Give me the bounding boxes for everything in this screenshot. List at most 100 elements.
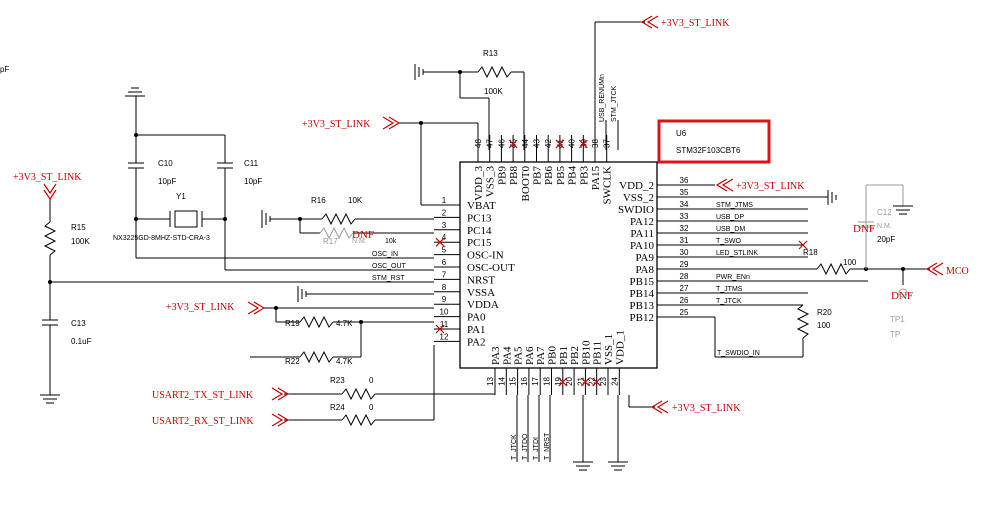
osc-out-label: OSC_OUT xyxy=(372,263,407,270)
pin-text: PA9 xyxy=(635,252,654,264)
pin-text: PB4 xyxy=(567,166,579,185)
no-connect-mark xyxy=(580,377,590,387)
pin-text: VSSA xyxy=(467,287,495,299)
bottom-jtdi-label: T_JTDI xyxy=(533,437,540,460)
no-connect-mark xyxy=(435,237,445,247)
pin-text: PC13 xyxy=(467,212,492,224)
pin-text: 18 xyxy=(543,376,552,385)
no-connect-mark xyxy=(558,377,568,387)
pin-text: 9 xyxy=(442,295,447,304)
r15-value: 100K xyxy=(71,237,90,246)
pin-text: 4 xyxy=(442,233,447,242)
r13-value: 100K xyxy=(484,87,503,96)
pin-text: 15 xyxy=(509,376,518,385)
pin-text: PC15 xyxy=(467,237,492,249)
pin-text: PB10 xyxy=(580,340,592,365)
dnf-label-r17: DNF xyxy=(352,229,374,241)
r13-ref: R13 xyxy=(483,49,498,58)
pin-text: 36 xyxy=(680,176,689,185)
v3-top-label: +3V3_ST_LINK xyxy=(661,18,730,29)
r23-value: 0 xyxy=(369,376,374,385)
r22-resistor xyxy=(299,350,334,364)
stm-jtck-label: STM_JTCK xyxy=(611,86,618,123)
r16-ref: R16 xyxy=(311,196,326,205)
pin-text: VSS_3 xyxy=(485,166,497,198)
usart-tx-label: USART2_TX_ST_LINK xyxy=(152,390,254,401)
pin-text: 13 xyxy=(486,376,495,385)
y1-crystal xyxy=(169,210,203,228)
r17-ref: R17 xyxy=(323,237,338,246)
pin-text: 27 xyxy=(680,284,689,293)
chip-body xyxy=(459,161,658,369)
r18-resistor xyxy=(816,262,851,276)
pin-text: NRST xyxy=(467,274,495,286)
pin-text: PB6 xyxy=(543,166,555,185)
pin-text: 23 xyxy=(599,376,608,385)
pin-text: 37 xyxy=(603,139,612,148)
ground-symbol-top xyxy=(414,64,460,80)
pin-text: PB0 xyxy=(547,346,559,365)
pin-text: 24 xyxy=(610,376,619,385)
pin-text: PA1 xyxy=(467,324,486,336)
pin-text: 2 xyxy=(442,208,447,217)
pin-text: 11 xyxy=(440,320,449,329)
pin-text: 28 xyxy=(680,272,689,281)
c11-capacitor xyxy=(217,162,233,169)
no-connect-mark xyxy=(578,139,588,149)
r18-ref: R18 xyxy=(803,248,818,257)
no-connect-mark xyxy=(435,324,445,334)
v3-left-mid-label: +3V3_ST_LINK xyxy=(13,172,82,183)
ground-symbol-crystal xyxy=(125,87,145,97)
r15-ref: R15 xyxy=(71,223,86,232)
pin-text: 47 xyxy=(486,139,495,148)
pin-text: 8 xyxy=(442,283,447,292)
net-stm-jtms: STM_JTMS xyxy=(716,202,753,209)
pin-text: 19 xyxy=(554,376,563,385)
r19-ref: R19 xyxy=(285,319,300,328)
r20-resistor xyxy=(796,304,810,339)
usb-renum-label: USB_RENUMn xyxy=(599,74,606,122)
pin-text: PB2 xyxy=(569,346,581,365)
y1-ref: Y1 xyxy=(176,192,186,201)
pin-text: PA3 xyxy=(490,346,502,365)
r19-value: 4.7K xyxy=(336,319,353,328)
pin-text: OSC-IN xyxy=(467,250,504,262)
v3-top-arrow xyxy=(640,15,659,29)
pin-text: 6 xyxy=(442,258,447,267)
pin-text: PB7 xyxy=(532,166,544,185)
pin-text: PA5 xyxy=(513,346,525,365)
v3-right-label: +3V3_ST_LINK xyxy=(736,181,805,192)
osc-in-label: OSC_IN xyxy=(372,251,398,258)
ground-symbol-c12 xyxy=(893,205,913,215)
ground-symbol-vss2 xyxy=(827,190,837,205)
r17-resistor xyxy=(319,226,354,240)
r16-resistor xyxy=(321,212,356,226)
pin-text: 26 xyxy=(680,296,689,305)
c13-value: 0.1uF xyxy=(71,337,92,346)
r13-resistor xyxy=(477,65,512,79)
net-usb-dm: USB_DM xyxy=(716,226,745,233)
pin-text: SWDIO xyxy=(618,204,654,216)
chip-ref: U6 xyxy=(676,129,687,138)
ground-symbol-bottom-2 xyxy=(608,395,628,471)
pin-text: PA11 xyxy=(630,228,654,240)
pin-text: PA6 xyxy=(524,346,536,365)
ground-symbol-r16 xyxy=(261,210,271,228)
r17-nm: N.M. xyxy=(352,238,367,245)
r24-value: 0 xyxy=(369,403,374,412)
r19-resistor xyxy=(299,315,334,329)
pin-text: PA12 xyxy=(630,216,654,228)
ground-symbol-vssa xyxy=(297,286,307,302)
dnf-label-tp1: DNF xyxy=(891,290,913,302)
y1-value: NX3225GD-8MHZ-STD-CRA-3 xyxy=(113,235,210,242)
pin-text: 40 xyxy=(568,139,577,148)
net-t-swdio-in: T_SWDIO_IN xyxy=(717,350,760,357)
pin-text: 20 xyxy=(565,376,574,385)
chip-right-pins: 36VDD_235VSS_234SWDIO33PA1232PA1131PA103… xyxy=(618,176,715,324)
net-t-jtck: T_JTCK xyxy=(716,298,742,305)
pin-text: PB11 xyxy=(592,341,604,365)
r18-value: 100 xyxy=(843,258,857,267)
chip-top-pins: 48VDD_347VSS_346PB945PB844BOOT043PB742PB… xyxy=(473,135,614,205)
